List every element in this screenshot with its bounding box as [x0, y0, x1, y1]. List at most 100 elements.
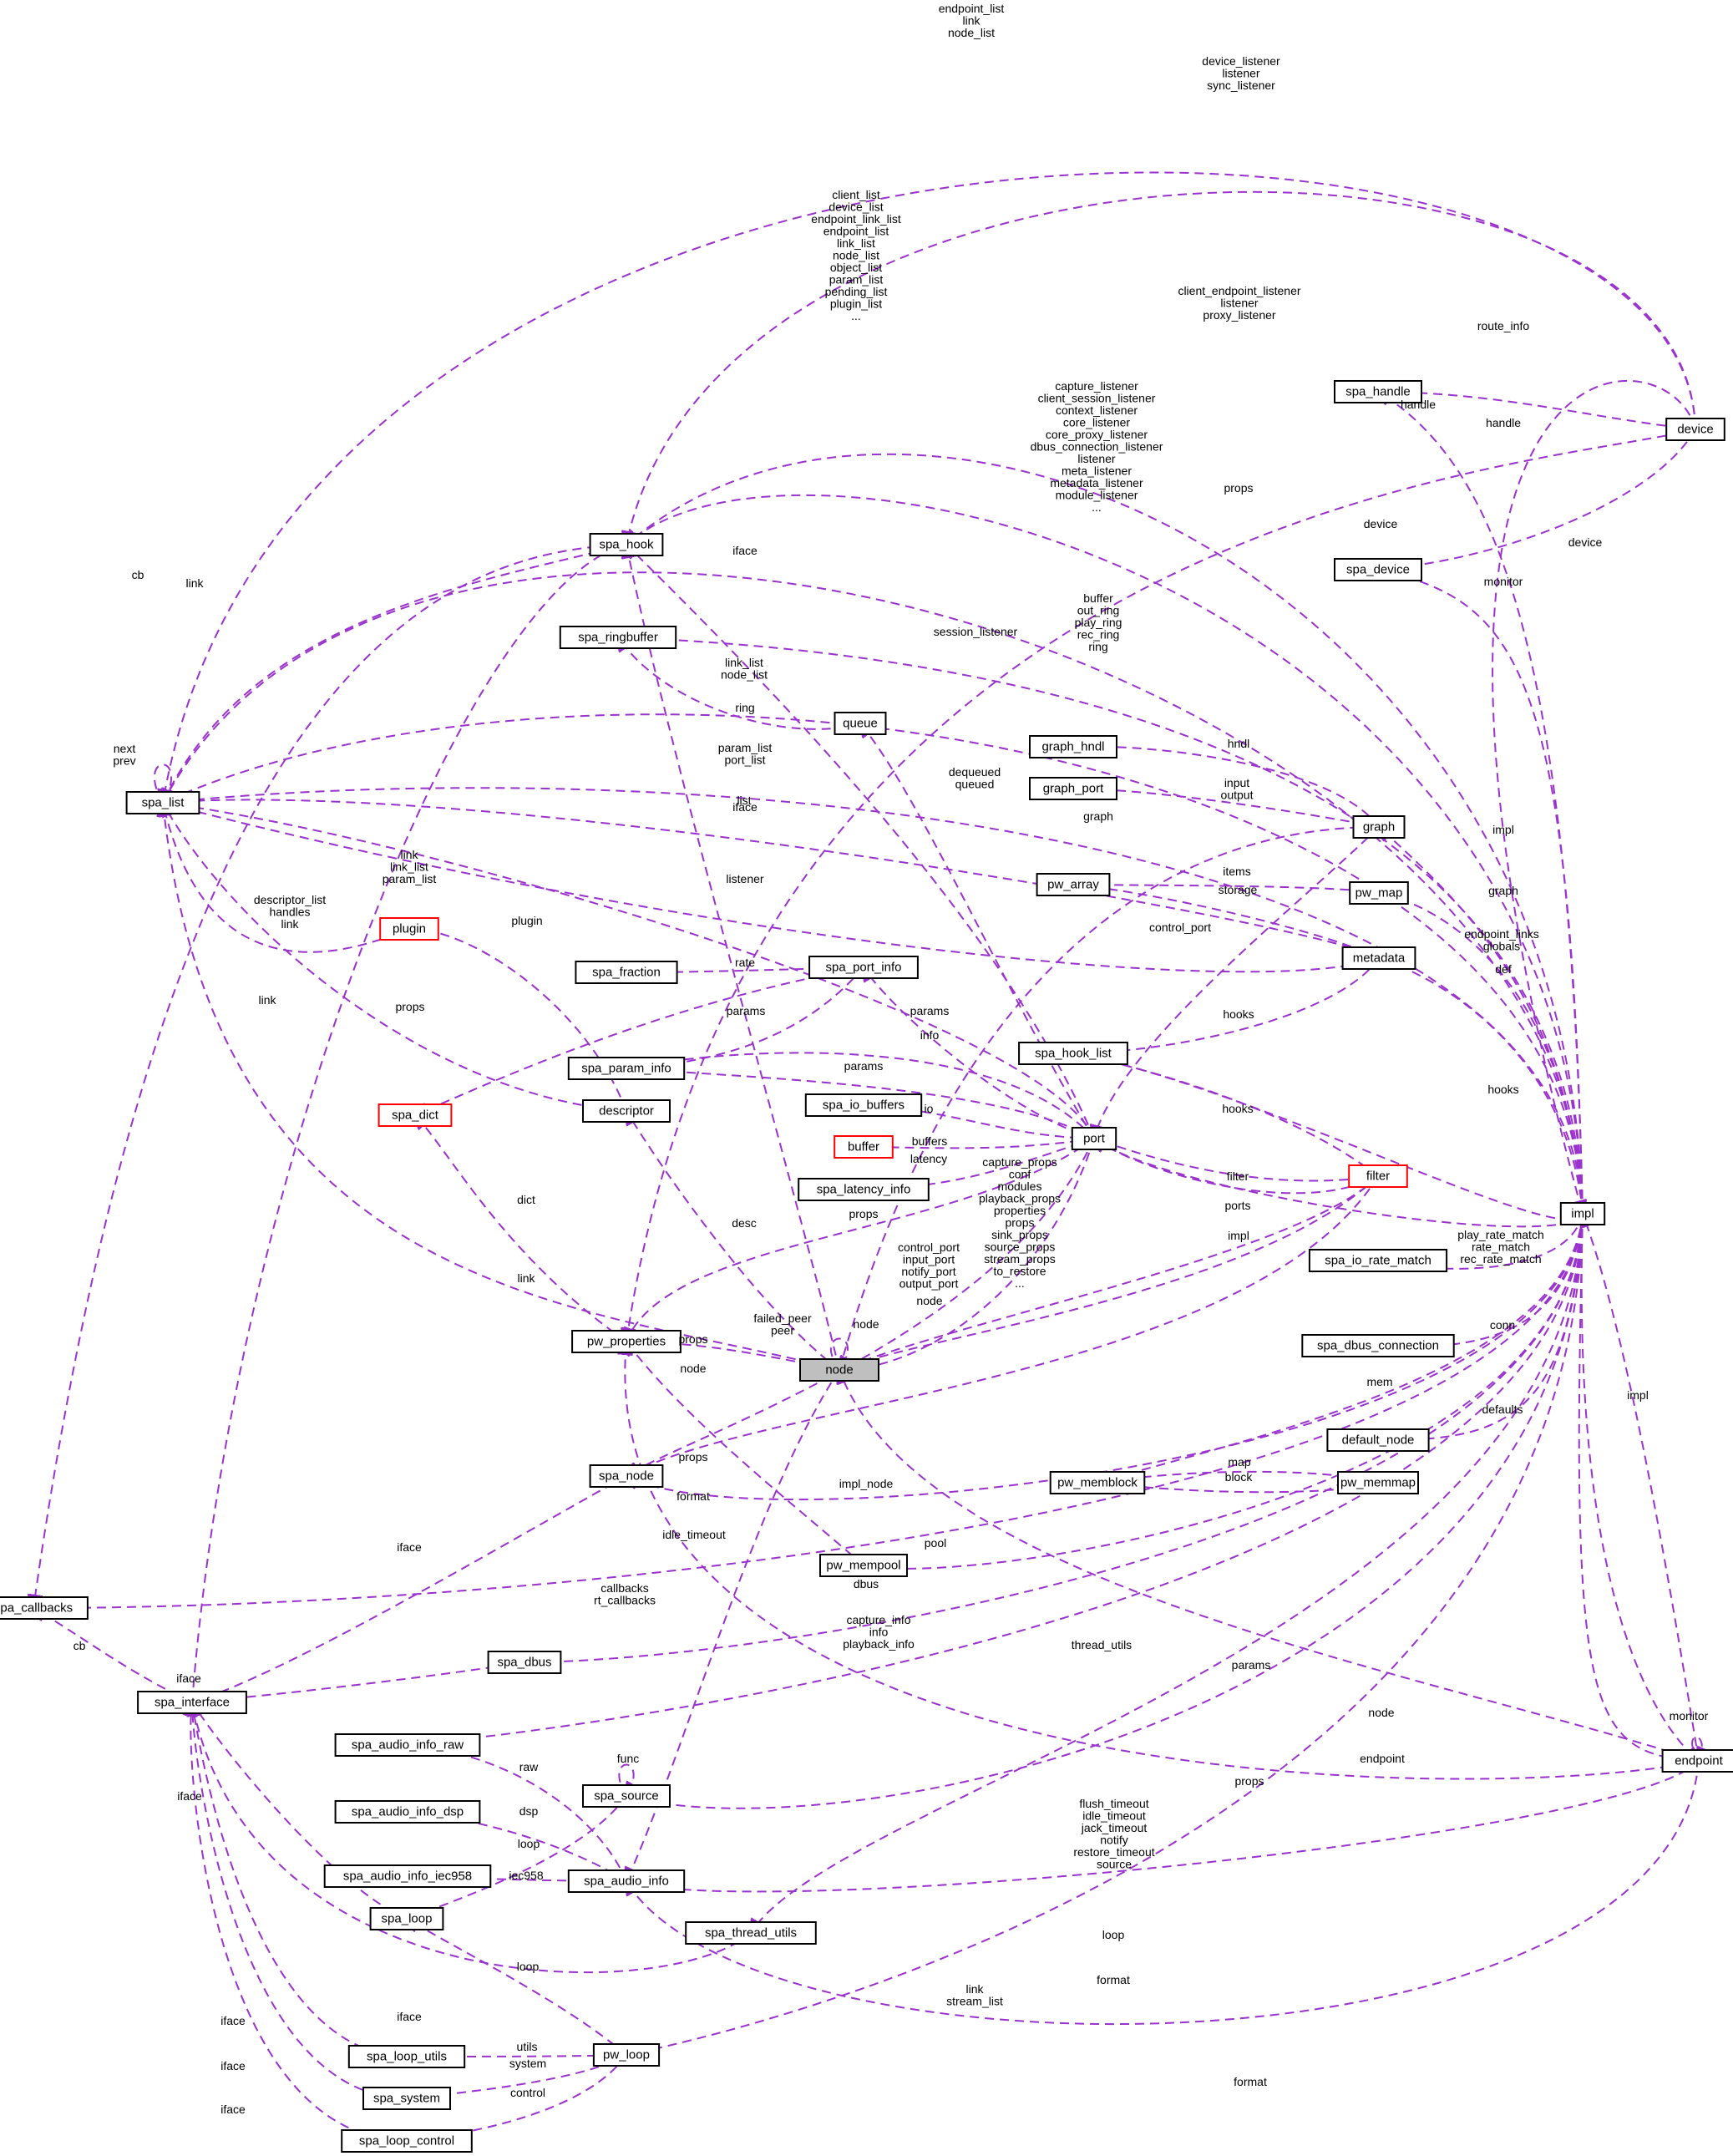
class-node-pw-map[interactable]: pw_map	[1349, 881, 1409, 905]
class-box[interactable]	[1337, 1471, 1419, 1494]
class-node-spa-hook[interactable]: spa_hook	[589, 533, 664, 556]
class-node-spa-interface[interactable]: spa_interface	[137, 1691, 247, 1714]
class-box[interactable]	[1036, 873, 1111, 896]
class-node-graph[interactable]: graph	[1352, 815, 1406, 839]
class-box[interactable]	[589, 533, 664, 556]
class-node-metadata[interactable]: metadata	[1341, 946, 1416, 970]
class-box[interactable]	[334, 1733, 481, 1757]
class-box[interactable]	[559, 626, 677, 649]
class-node-spa-callbacks[interactable]: spa_callbacks	[0, 1596, 89, 1620]
class-node-buffer[interactable]: buffer	[834, 1135, 894, 1159]
class-node-pw-array[interactable]: pw_array	[1036, 873, 1111, 896]
class-box[interactable]	[1349, 881, 1409, 905]
class-box[interactable]	[1029, 735, 1117, 758]
class-node-default-node[interactable]: default_node	[1326, 1428, 1430, 1452]
class-node-spa-dbus-connection[interactable]: spa_dbus_connection	[1301, 1334, 1455, 1357]
class-box[interactable]	[685, 1921, 817, 1945]
class-box[interactable]	[582, 1099, 671, 1123]
class-node-graph-hndl[interactable]: graph_hndl	[1029, 735, 1117, 758]
class-node-spa-fraction[interactable]: spa_fraction	[575, 961, 678, 984]
class-node-spa-handle[interactable]: spa_handle	[1334, 380, 1422, 403]
class-node-pw-mempool[interactable]: pw_mempool	[819, 1554, 908, 1577]
class-box[interactable]	[1326, 1428, 1430, 1452]
class-node-node[interactable]: node	[799, 1358, 879, 1382]
class-box[interactable]	[808, 956, 919, 979]
class-node-plugin[interactable]: plugin	[379, 917, 439, 941]
class-box[interactable]	[1334, 380, 1422, 403]
class-box[interactable]	[362, 2087, 451, 2110]
class-box[interactable]	[1301, 1334, 1455, 1357]
class-node-spa-source[interactable]: spa_source	[582, 1784, 671, 1808]
class-box[interactable]	[571, 1330, 682, 1353]
class-node-device[interactable]: device	[1665, 418, 1725, 441]
class-box[interactable]	[369, 1907, 444, 1930]
class-node-spa-hook-list[interactable]: spa_hook_list	[1018, 1042, 1128, 1065]
class-box[interactable]	[125, 791, 200, 814]
class-box[interactable]	[592, 2043, 661, 2067]
class-node-spa-node[interactable]: spa_node	[589, 1464, 664, 1488]
class-box[interactable]	[798, 1178, 930, 1201]
class-node-pw-memblock[interactable]: pw_memblock	[1049, 1471, 1146, 1494]
class-node-spa-device[interactable]: spa_device	[1334, 558, 1422, 581]
class-box[interactable]	[341, 2129, 473, 2153]
class-box[interactable]	[323, 1864, 492, 1888]
class-node-spa-list[interactable]: spa_list	[125, 791, 200, 814]
class-box[interactable]	[1334, 558, 1422, 581]
class-box[interactable]	[804, 1093, 923, 1117]
class-box[interactable]	[1661, 1749, 1733, 1773]
class-box[interactable]	[1665, 418, 1725, 441]
class-node-spa-audio-info-dsp[interactable]: spa_audio_info_dsp	[334, 1800, 481, 1824]
class-node-spa-io-rate-match[interactable]: spa_io_rate_match	[1308, 1249, 1448, 1272]
class-box[interactable]	[0, 1596, 89, 1620]
class-node-spa-loop-utils[interactable]: spa_loop_utils	[347, 2045, 466, 2068]
class-node-filter[interactable]: filter	[1348, 1164, 1408, 1188]
class-node-pw-properties[interactable]: pw_properties	[571, 1330, 682, 1353]
class-node-spa-latency-info[interactable]: spa_latency_info	[798, 1178, 930, 1201]
class-box[interactable]	[378, 1103, 453, 1127]
class-node-port[interactable]: port	[1071, 1127, 1117, 1150]
class-box[interactable]	[1308, 1249, 1448, 1272]
class-box[interactable]	[1018, 1042, 1128, 1065]
class-node-spa-thread-utils[interactable]: spa_thread_utils	[685, 1921, 817, 1945]
class-node-spa-dict[interactable]: spa_dict	[378, 1103, 453, 1127]
class-box[interactable]	[834, 1135, 894, 1159]
class-node-spa-io-buffers[interactable]: spa_io_buffers	[804, 1093, 923, 1117]
class-node-spa-audio-info[interactable]: spa_audio_info	[567, 1869, 686, 1893]
class-box[interactable]	[799, 1358, 879, 1382]
class-node-spa-loop[interactable]: spa_loop	[369, 1907, 444, 1930]
class-box[interactable]	[589, 1464, 664, 1488]
class-node-spa-system[interactable]: spa_system	[362, 2087, 451, 2110]
class-box[interactable]	[567, 1869, 686, 1893]
class-node-pw-memmap[interactable]: pw_memmap	[1337, 1471, 1419, 1494]
class-node-endpoint[interactable]: endpoint	[1661, 1749, 1733, 1773]
class-box[interactable]	[1559, 1202, 1606, 1225]
class-box[interactable]	[1341, 946, 1416, 970]
class-box[interactable]	[1348, 1164, 1408, 1188]
class-node-spa-ringbuffer[interactable]: spa_ringbuffer	[559, 626, 677, 649]
class-node-impl[interactable]: impl	[1559, 1202, 1606, 1225]
class-node-pw-loop[interactable]: pw_loop	[592, 2043, 661, 2067]
class-node-spa-param-info[interactable]: spa_param_info	[567, 1057, 686, 1080]
class-node-spa-port-info[interactable]: spa_port_info	[808, 956, 919, 979]
class-node-spa-audio-info-raw[interactable]: spa_audio_info_raw	[334, 1733, 481, 1757]
class-box[interactable]	[567, 1057, 686, 1080]
class-box[interactable]	[487, 1651, 562, 1674]
class-box[interactable]	[1029, 777, 1117, 800]
class-box[interactable]	[575, 961, 678, 984]
class-box[interactable]	[834, 712, 887, 735]
class-box[interactable]	[379, 917, 439, 941]
class-box[interactable]	[137, 1691, 247, 1714]
class-box[interactable]	[1049, 1471, 1146, 1494]
class-node-queue[interactable]: queue	[834, 712, 887, 735]
class-node-spa-dbus[interactable]: spa_dbus	[487, 1651, 562, 1674]
class-node-spa-loop-control[interactable]: spa_loop_control	[341, 2129, 473, 2153]
class-box[interactable]	[334, 1800, 481, 1824]
class-node-descriptor[interactable]: descriptor	[582, 1099, 671, 1123]
class-box[interactable]	[1352, 815, 1406, 839]
class-box[interactable]	[1071, 1127, 1117, 1150]
class-box[interactable]	[819, 1554, 908, 1577]
class-box[interactable]	[582, 1784, 671, 1808]
class-box[interactable]	[347, 2045, 466, 2068]
class-node-graph-port[interactable]: graph_port	[1029, 777, 1117, 800]
class-node-spa-audio-info-iec958[interactable]: spa_audio_info_iec958	[323, 1864, 492, 1888]
